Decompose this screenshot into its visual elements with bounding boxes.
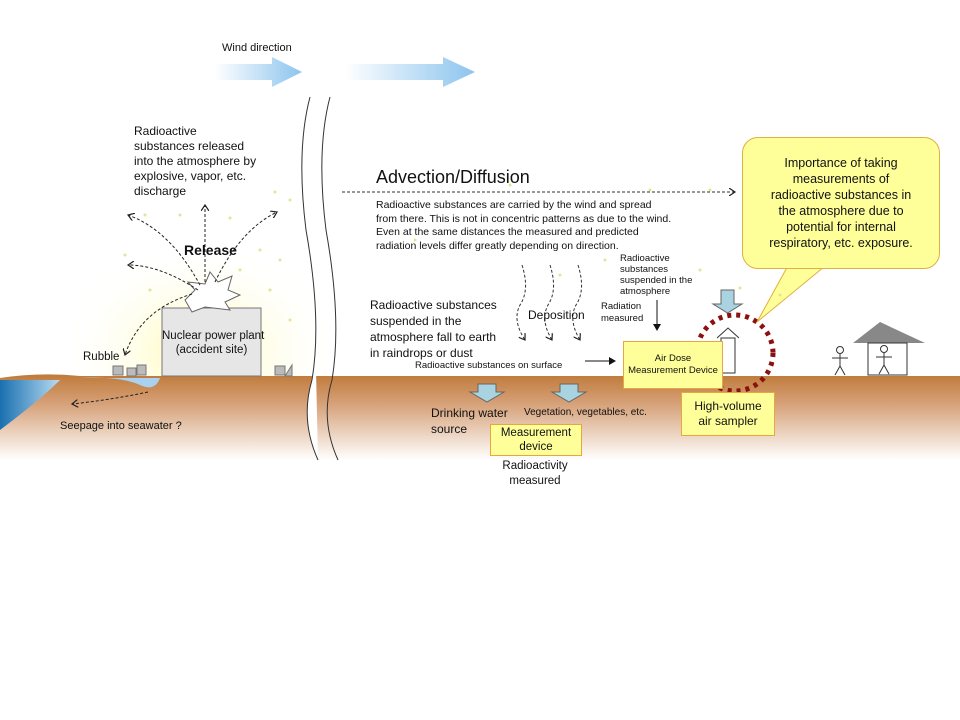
- wind-direction-label: Wind direction: [222, 42, 292, 54]
- text-line: Radioactive substances are carried by th…: [376, 199, 652, 211]
- break-line: [321, 96, 339, 461]
- text-line: substances: [620, 264, 669, 275]
- text-line: the atmosphere due to: [778, 204, 904, 218]
- break-line: [301, 96, 319, 461]
- sea: [0, 380, 60, 430]
- text-line: respiratory, etc. exposure.: [769, 236, 913, 250]
- text-line: substances released: [134, 139, 245, 153]
- text-line: from there. This is not in concentric pa…: [376, 212, 672, 225]
- text-line: in raindrops or dust: [370, 346, 473, 360]
- text-line: Nuclear power plant: [162, 330, 265, 342]
- seepage-label: Seepage into seawater ?: [60, 420, 182, 432]
- text-line: Measurement Device: [628, 365, 718, 376]
- advection-text: Radioactive substances are carried by th…: [376, 199, 671, 253]
- text-line: Measurement: [500, 427, 572, 439]
- text-line: into the atmosphere by: [134, 154, 257, 168]
- text-line: potential for internal: [786, 220, 896, 234]
- text-line: Radioactive: [134, 124, 197, 138]
- vegetation-label: Vegetation, vegetables, etc.: [524, 407, 647, 418]
- text-line: suspended in the: [620, 275, 693, 286]
- callout-box: Importance of taking measurements of rad…: [742, 137, 940, 269]
- water-seep: [80, 377, 160, 388]
- text-line: Drinking water: [431, 406, 508, 420]
- air-dose-device-box: Air Dose Measurement Device: [623, 341, 723, 389]
- text-line: Even at the same distances the measured …: [376, 226, 639, 238]
- air-sampler-icon: [720, 337, 736, 374]
- text-line: measured: [601, 313, 644, 324]
- text-line: Radioactive substances: [370, 298, 497, 312]
- explosion-icon: [184, 271, 242, 313]
- fall-text: Radioactive substances suspended in the …: [370, 297, 497, 361]
- suspended-label: Radioactive substances suspended in the …: [620, 253, 692, 297]
- drinking-water-label: Drinking water source: [431, 405, 508, 437]
- text-line: Radioactive: [620, 253, 670, 264]
- surface-label: Radioactive substances on surface: [415, 360, 563, 371]
- text-line: radiation levels differ greatly dependin…: [376, 239, 619, 252]
- text-line: Radioactivity: [502, 460, 568, 472]
- text-line: source: [431, 422, 468, 436]
- text-line: measurements of: [792, 172, 890, 186]
- radiation-measured-label: Radiation measured: [601, 301, 643, 325]
- measurement-device-box: Measurement device: [490, 424, 582, 456]
- callout-pointer: [756, 261, 832, 323]
- wind-arrow-icon: [345, 57, 475, 87]
- down-arrow-icon: [468, 289, 744, 403]
- person-icon: [832, 345, 892, 376]
- house-roof: [853, 322, 925, 343]
- text-line: Radiation: [601, 301, 642, 312]
- text-line: air sampler: [698, 414, 758, 428]
- high-volume-sampler-box: High-volume air sampler: [681, 392, 775, 436]
- text-line: atmosphere fall to earth: [370, 330, 497, 344]
- text-line: measured: [509, 475, 561, 487]
- rubble-icon: [112, 363, 293, 377]
- wind-arrow-icon: [215, 57, 302, 87]
- release-title: Release: [184, 242, 237, 258]
- text-line: Air Dose: [654, 353, 692, 364]
- text-line: explosive, vapor, etc.: [134, 169, 247, 183]
- rubble-label: Rubble: [83, 351, 120, 363]
- release-arrows: [72, 205, 277, 404]
- plant-label: Nuclear power plant (accident site): [162, 329, 265, 357]
- particles: [123, 183, 782, 322]
- deposition-arrows: [516, 264, 582, 340]
- text-line: device: [519, 441, 553, 453]
- text-line: suspended in the: [370, 314, 462, 328]
- text-line: radioactive substances in: [770, 188, 912, 202]
- house-icon: [867, 342, 908, 376]
- text-line: High-volume: [694, 399, 762, 413]
- text-line: (accident site): [175, 344, 248, 356]
- radioactivity-measured-label: Radioactivity measured: [490, 459, 580, 489]
- deposition-label: Deposition: [528, 308, 585, 322]
- advection-title: Advection/Diffusion: [376, 167, 530, 187]
- text-line: discharge: [134, 184, 187, 198]
- release-description: Radioactive substances released into the…: [134, 124, 256, 199]
- text-line: Importance of taking: [784, 156, 898, 170]
- nuclear-plant: [161, 307, 262, 377]
- text-line: atmosphere: [620, 286, 671, 297]
